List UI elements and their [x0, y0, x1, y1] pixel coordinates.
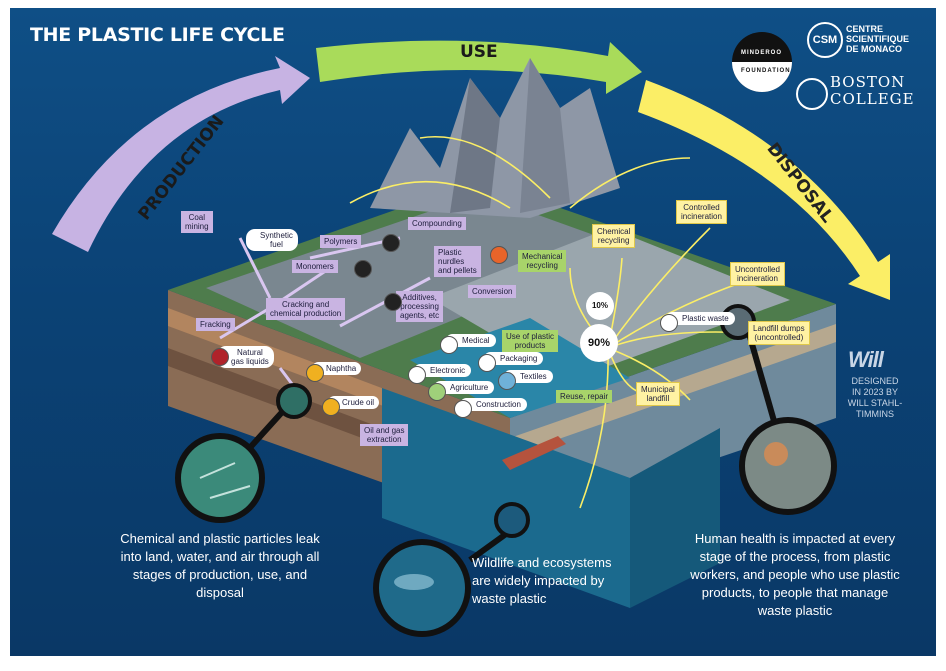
pct-90-marker: 90%	[580, 324, 618, 362]
use-arrow	[316, 40, 642, 94]
ship	[502, 436, 566, 470]
polymer-dots-icon	[354, 260, 372, 278]
infographic-frame: THE PLASTIC LIFE CYCLE USE PRODUCTION DI…	[10, 8, 936, 656]
polymer-dots-icon	[384, 293, 402, 311]
csm-name: CENTRE SCIENTIFIQUE DE MONACO	[846, 24, 910, 54]
designer-credit: DESIGNED IN 2023 BY WILL STAHL- TIMMINS	[847, 376, 903, 419]
lens-middle-handle	[468, 531, 508, 563]
label-natural-gas-liquids: Natural gas liquids	[217, 346, 274, 368]
label-coal-mining: Coal mining	[181, 211, 213, 233]
label-uncontrolled-incineration: Uncontrolled incineration	[730, 262, 785, 286]
label-plastic-nurdles: Plastic nurdles and pellets	[434, 246, 481, 277]
label-municipal-landfill: Municipal landfill	[636, 382, 680, 406]
polymer-dots-icon	[382, 234, 400, 252]
disposal-arrow	[638, 80, 890, 300]
plastic-waste-icon	[660, 314, 678, 332]
label-naphtha: Naphtha	[312, 362, 362, 375]
label-agriculture: Agriculture	[434, 381, 495, 394]
label-synthetic-fuel: Synthetic fuel	[246, 229, 298, 251]
pct-10-marker: 10%	[586, 292, 614, 320]
label-compounding: Compounding	[408, 217, 466, 230]
label-crude-oil: Crude oil	[328, 396, 380, 409]
textiles-icon	[498, 372, 516, 390]
oil-barrel-icon	[322, 398, 340, 416]
label-chemical-recycling: Chemical recycling	[592, 224, 636, 248]
use-stage-label: USE	[460, 42, 498, 62]
medical-bottle-icon	[440, 336, 458, 354]
label-additives: Additives, processing agents, etc	[396, 291, 444, 322]
boston-college-name: BOSTON COLLEGE	[830, 73, 915, 108]
label-conversion: Conversion	[468, 285, 517, 298]
label-monomers: Monomers	[292, 260, 338, 273]
csm-logo: CSM	[807, 22, 843, 58]
construction-icon	[454, 400, 472, 418]
agriculture-icon	[428, 383, 446, 401]
caption-leakage: Chemical and plastic particles leak into…	[120, 531, 320, 600]
lens-left	[175, 433, 265, 523]
designer-logo: Will	[848, 347, 884, 372]
mountains-shadow-2	[520, 58, 570, 213]
label-reuse-repair: Reuse, repair	[556, 390, 613, 403]
label-plastic-waste: Plastic waste	[666, 312, 735, 325]
page-title: THE PLASTIC LIFE CYCLE	[30, 24, 285, 46]
packaging-icon	[478, 354, 496, 372]
lens-middle-small	[494, 502, 530, 538]
label-oil-gas-extraction: Oil and gas extraction	[360, 424, 409, 446]
boston-college-seal-icon	[796, 78, 828, 110]
label-cracking: Cracking and chemical production	[266, 298, 346, 320]
oil-barrel-icon	[306, 364, 324, 382]
label-controlled-incineration: Controlled incineration	[676, 200, 727, 224]
pellets-icon	[490, 246, 508, 264]
label-textiles: Textiles	[504, 370, 553, 383]
lens-left-handle	[243, 407, 287, 455]
oil-barrel-icon	[211, 348, 229, 366]
label-packaging: Packaging	[484, 352, 544, 365]
label-use-of-plastic-products: Use of plastic products	[502, 330, 559, 352]
lens-right	[739, 417, 837, 515]
electronics-icon	[408, 366, 426, 384]
label-mechanical-recycling: Mechanical recycling	[518, 250, 567, 272]
caption-human-health: Human health is impacted at every stage …	[690, 531, 900, 618]
label-construction: Construction	[460, 398, 527, 411]
label-landfill-dumps: Landfill dumps (uncontrolled)	[748, 321, 810, 345]
minderoo-logo: MINDEROO FOUNDATION	[732, 32, 792, 92]
caption-wildlife: Wildlife and ecosystems are widely impac…	[472, 555, 612, 606]
ocean-cube-side	[630, 428, 720, 608]
ocean-cube	[382, 388, 630, 608]
label-polymers: Polymers	[320, 235, 362, 248]
label-medical: Medical	[446, 334, 496, 347]
lens-left-small	[276, 383, 312, 419]
lens-right-handle	[745, 329, 779, 429]
label-electronic: Electronic	[414, 364, 472, 377]
label-fracking: Fracking	[196, 318, 235, 331]
production-arrow	[52, 56, 310, 252]
